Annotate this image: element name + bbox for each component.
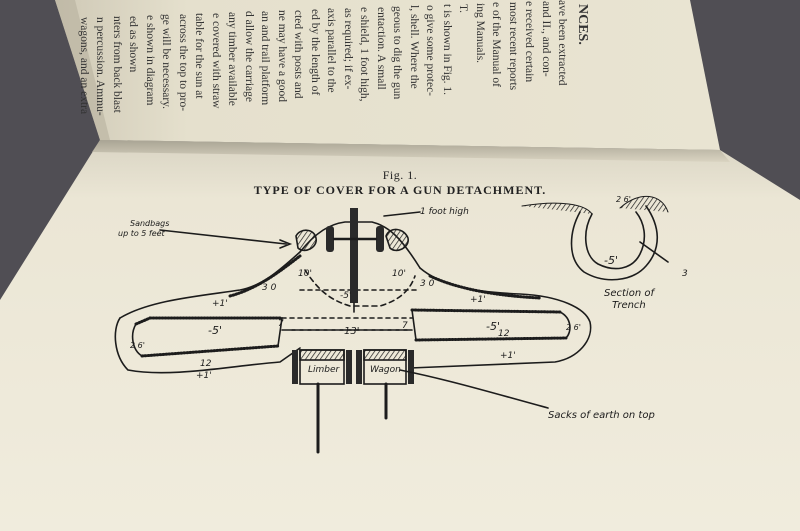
- foothigh-leader: [383, 211, 421, 217]
- upper-page-line: entaction. A small: [374, 6, 387, 90]
- upper-page-line: e shield, 1 foot high,: [358, 7, 370, 102]
- trench-section-outline: [570, 205, 658, 281]
- diagram-labels: 7 7 3 0 3 0 10' 10' +1' +1' -5' -5' 13' …: [118, 195, 688, 421]
- upper-page-line: ed by the length of: [308, 9, 321, 96]
- upper-page-line: nters from back blast: [110, 16, 123, 113]
- left-depth-label: -5': [208, 324, 222, 337]
- gun-wheel-right: [376, 226, 384, 252]
- sandbag-right: [385, 228, 409, 252]
- left-angle-label: 10': [298, 269, 312, 279]
- upper-page-line: axis parallel to the: [325, 8, 337, 94]
- right-angle-label: 10': [392, 269, 406, 279]
- left-arm-label: 3 0: [262, 283, 277, 293]
- right-edge-label: 7: [402, 321, 408, 331]
- trench-label: Trench: [612, 300, 646, 311]
- right-width-label: 2 6': [566, 323, 581, 332]
- lower-page: [0, 140, 800, 531]
- left-edge-label: 7: [278, 319, 284, 329]
- upper-page-line: ave been extracted: [556, 0, 568, 86]
- right-bottom-height-label: +1': [500, 351, 516, 361]
- sandbag-left: [295, 229, 317, 252]
- left-width-label: 2 6': [130, 341, 145, 350]
- upper-page-line: ing Manuals.: [473, 3, 486, 64]
- left-height-label: +1': [212, 299, 228, 309]
- upper-page-text: NCES. ave been extracted and II., and con-…: [0, 0, 800, 160]
- figure-number: Fig. 1.: [382, 168, 418, 182]
- upper-page-line: and II., and con-: [539, 0, 552, 77]
- upper-page-line: cted with posts and: [292, 9, 304, 99]
- trench-top-label: 2 6': [616, 195, 631, 204]
- upper-page-line: geous to dig the gun: [391, 6, 403, 100]
- upper-page-line: e of the Manual of: [490, 2, 502, 88]
- upper-page-line: e received certain: [523, 1, 535, 83]
- left-trench-inner: [131, 317, 283, 357]
- upper-page-line: across the top to pro-: [176, 13, 189, 111]
- upper-page-line: table for the sun at: [193, 13, 205, 99]
- limber-wheel-right: [346, 350, 352, 384]
- upper-page-line: ed as shown: [127, 15, 139, 72]
- left-trench-outer-top: [119, 251, 301, 319]
- upper-page: [55, 0, 720, 150]
- sandbag-leader: [159, 229, 287, 245]
- wagon-wheel-left: [356, 350, 362, 384]
- upper-page-line: ne may have a good: [275, 10, 288, 103]
- sandbags-label: Sandbags: [130, 219, 169, 228]
- limber-wheel-left: [292, 350, 298, 384]
- gun-wheel-left: [326, 226, 334, 252]
- trench-number-label: 3: [682, 269, 688, 279]
- wagon-label: Wagon: [370, 365, 401, 375]
- gun-detachment-diagram: [114, 195, 669, 454]
- right-height-label: +1': [470, 295, 486, 305]
- upper-page-line: l, shell. Where the: [407, 5, 420, 90]
- upper-page-line: T.: [457, 3, 469, 13]
- page-fold: [92, 140, 730, 162]
- right-depth-label: -5': [486, 320, 500, 333]
- gun-pit-dashed: [304, 269, 416, 307]
- right-length-label: 12: [498, 329, 510, 339]
- upper-page-line: t is shown in Fig. 1.: [440, 4, 453, 96]
- upper-page-line: e covered with straw: [209, 12, 222, 109]
- upper-page-line: ge will be necessary.: [160, 14, 172, 110]
- wagon-wheel-right: [408, 350, 414, 384]
- left-trench-outer-bottom: [114, 317, 301, 374]
- foot-high-label: 1 foot high: [420, 207, 469, 217]
- right-arm-label: 3 0: [420, 279, 435, 289]
- upper-page-line: n percussion. Ammu-: [94, 16, 106, 116]
- left-length-label: 12: [200, 359, 212, 369]
- sandbags-height-label: up to 5 feet: [118, 229, 166, 238]
- upper-page-line: d allow the carriage: [242, 11, 255, 103]
- upper-page-line: as required; if ex-: [341, 7, 354, 90]
- sacks-leader: [399, 369, 549, 409]
- upper-page-line: any timber available: [226, 12, 238, 106]
- upper-page-line: an and trail platform: [259, 10, 271, 105]
- center-width-label: 13': [344, 326, 359, 337]
- upper-page-line: e shown in diagram: [143, 15, 156, 106]
- figure-title: TYPE OF COVER FOR A GUN DETACHMENT.: [253, 183, 547, 197]
- upper-page-line: wagons, and an extra: [77, 17, 90, 115]
- trench-depth-label: -5': [604, 254, 618, 267]
- left-bottom-height-label: +1': [196, 371, 212, 381]
- sacks-label: Sacks of earth on top: [548, 410, 655, 421]
- upper-page-line: most recent reports: [506, 1, 519, 90]
- section-label: Section of: [604, 288, 655, 299]
- limber-label: Limber: [308, 365, 341, 375]
- emplacement-depth-label: -5': [340, 291, 351, 301]
- upper-page-line: o give some protec-: [424, 4, 436, 96]
- upper-page-heading: NCES.: [575, 4, 590, 45]
- gun-barrel: [350, 208, 358, 303]
